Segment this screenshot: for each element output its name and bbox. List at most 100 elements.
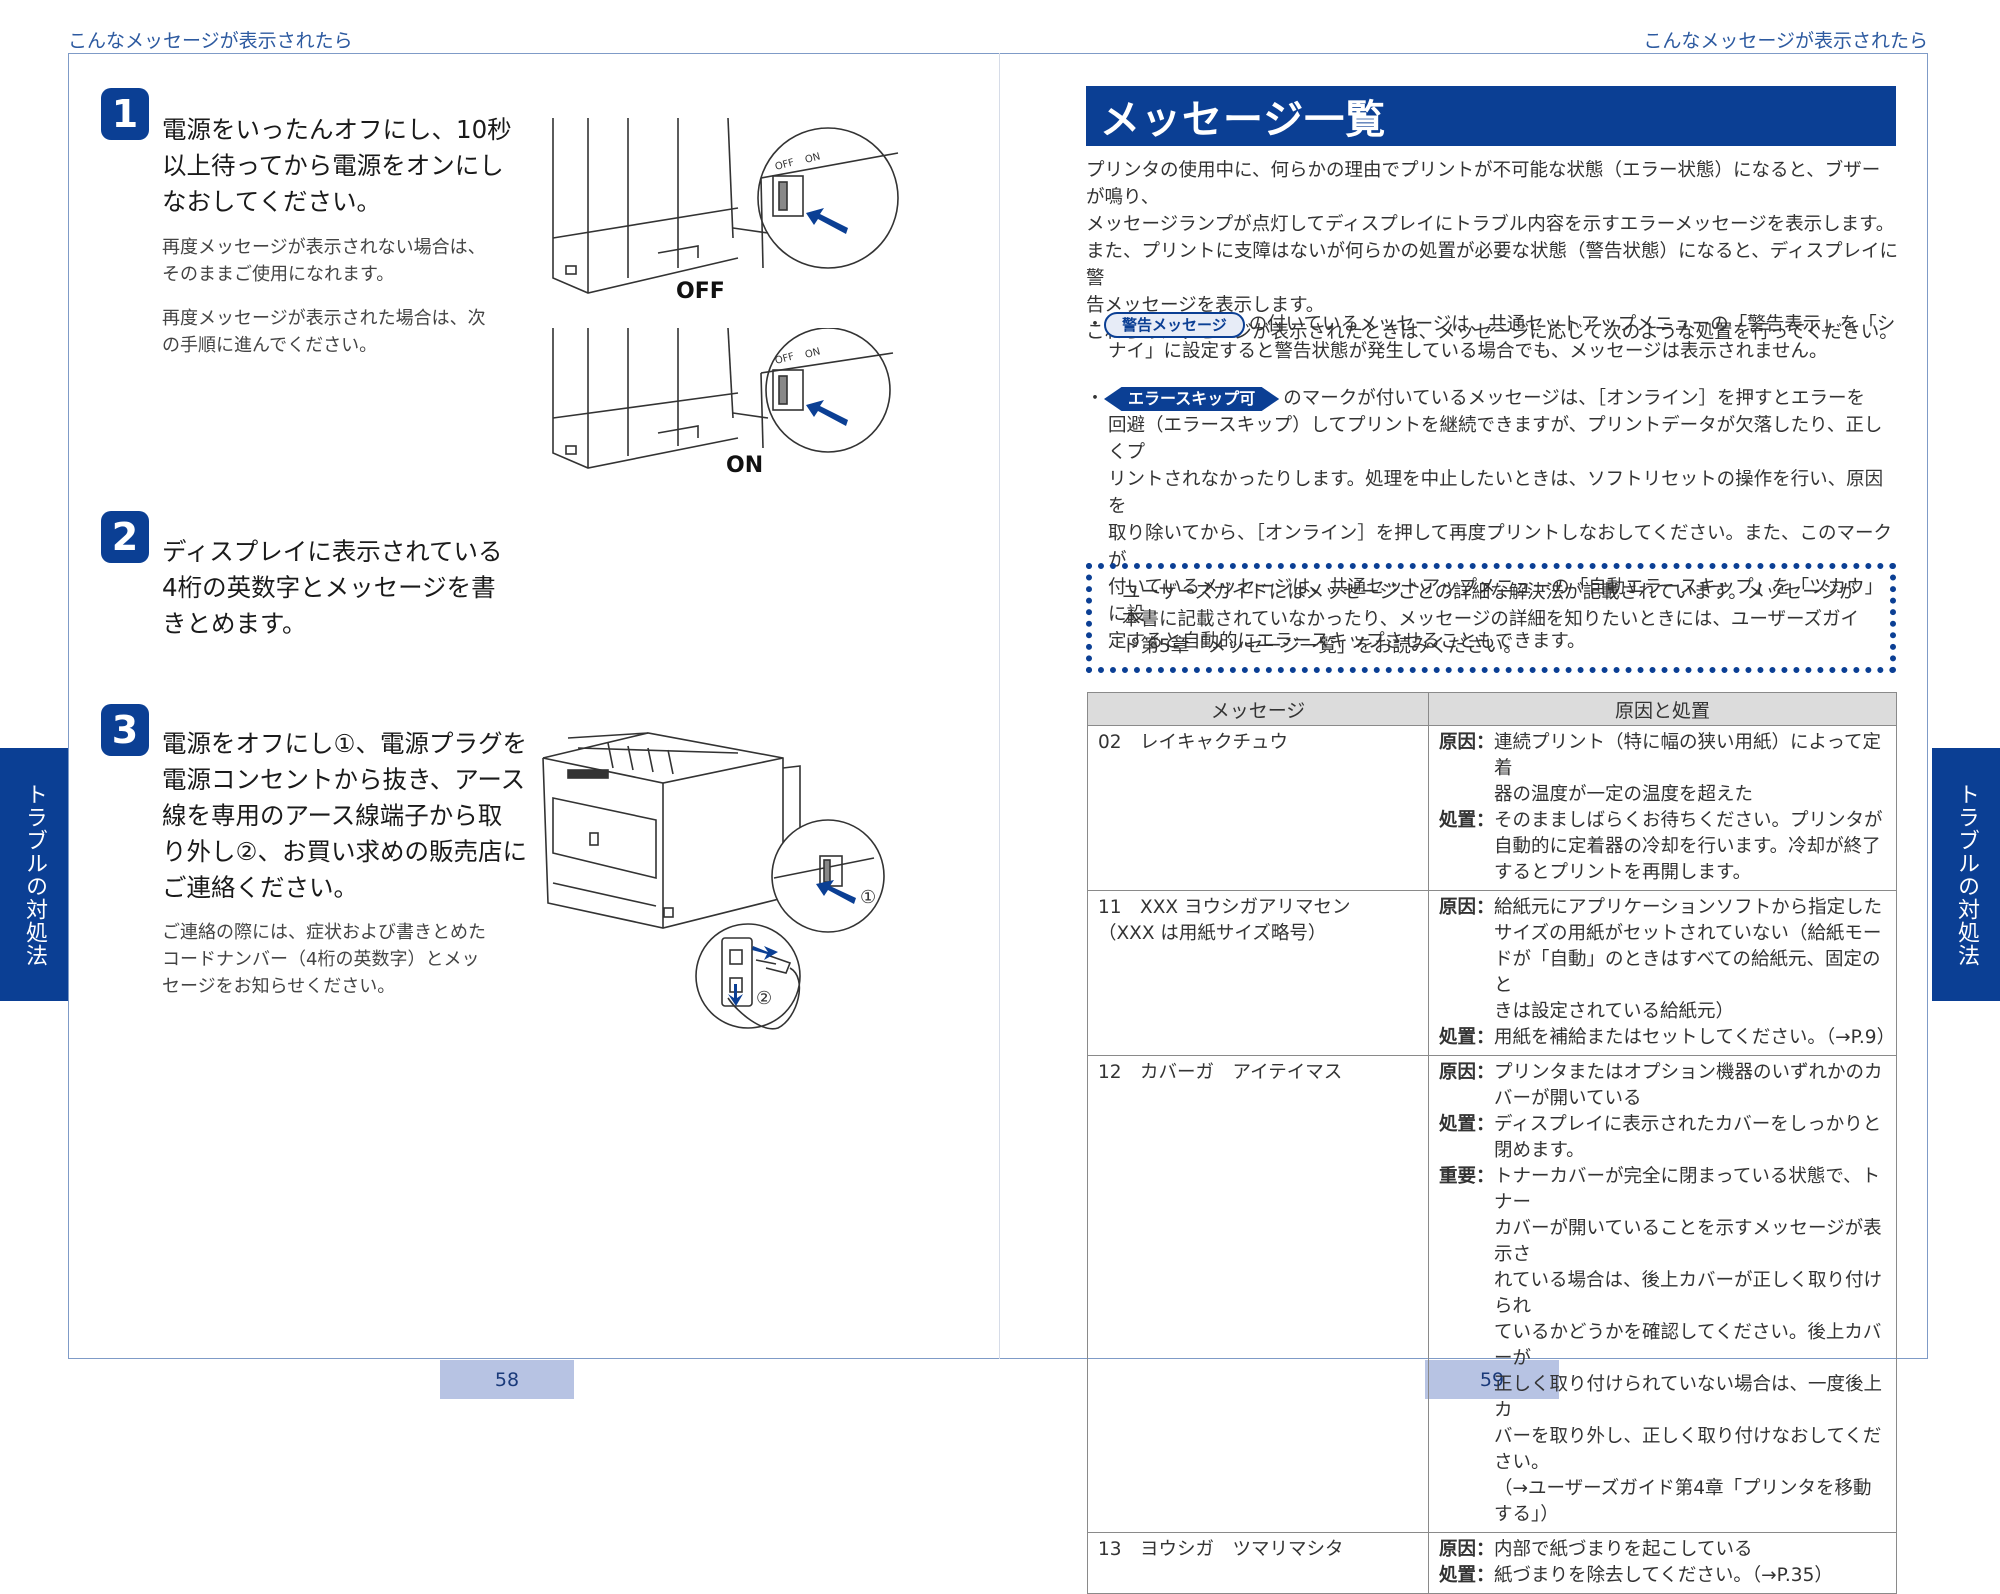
important-item: 重要： トナーカバーが完全に閉まっている状態で、トナーカバーが開いていることを示… <box>1439 1164 1886 1528</box>
step-1-title-line: 以上待ってから電源をオンにし <box>162 151 504 180</box>
message-code: 11 XXX ヨウシガアリマセン <box>1098 897 1351 918</box>
item-label: 原因： <box>1439 897 1495 918</box>
on-label: ON <box>726 453 763 478</box>
cause-item: 原因： 内部で紙づまりを起こしている <box>1439 1537 1886 1563</box>
intro-line: プリンタの使用中に、何らかの理由でプリントが不可能な状態（エラー状態）になると、… <box>1086 160 1881 208</box>
table-header-row: メッセージ 原因と処置 <box>1087 692 1897 726</box>
step-number-1: 1 <box>101 88 149 140</box>
message-code: 02 レイキャクチュウ <box>1098 732 1289 753</box>
item-line: 給紙元にアプリケーションソフトから指定した <box>1494 897 1883 918</box>
page-title: メッセージ一覧 <box>1086 86 1896 146</box>
item-line: バーが開いている <box>1494 1088 1642 1109</box>
cause-action-cell: 原因： 内部で紙づまりを起こしている 処置： 紙づまりを除去してください。（→P… <box>1428 1532 1897 1594</box>
warning-bullet: ・警告メッセージの付いているメッセージは、共通セットアップメニューの「警告表示」… <box>1086 311 1898 365</box>
item-line: カバーが開いていることを示すメッセージが表示さ <box>1494 1218 1882 1265</box>
side-tab-right: トラブルの対処法 <box>1932 748 2000 1001</box>
warning-message-badge: 警告メッセージ <box>1104 312 1245 338</box>
skip-bullet-text: 回避（エラースキップ）してプリントを継続できますが、プリントデータが欠落したり、… <box>1108 415 1883 463</box>
item-line: きは設定されている給紙元） <box>1494 1001 1734 1022</box>
step-2-title: ディスプレイに表示されている 4桁の英数字とメッセージを書 きとめます。 <box>162 534 542 642</box>
cause-action-cell: 原因： プリンタまたはオプション機器のいずれかのカバーが開いている 処置： ディ… <box>1428 1055 1897 1533</box>
step-1-note-1: 再度メッセージが表示されない場合は、 そのままご使用になれます。 <box>162 234 542 288</box>
running-header-right: こんなメッセージが表示されたら <box>1643 30 1928 52</box>
guide-note-line: ユーザーズガイドにはメッセージごとの詳細な解決法が記載されています。メッセージが <box>1122 582 1858 603</box>
item-label: 原因： <box>1439 1062 1495 1083</box>
step-2-title-line: ディスプレイに表示されている <box>162 537 503 566</box>
item-line: 閉めます。 <box>1494 1140 1585 1161</box>
item-line: そのまましばらくお待ちください。プリンタが <box>1494 810 1883 831</box>
step-3-title-line: 線を専用のアース線端子から取 <box>162 801 503 830</box>
message-cell: 11 XXX ヨウシガアリマセン （XXX は用紙サイズ略号） <box>1087 890 1429 1056</box>
item-line: ディスプレイに表示されたカバーをしっかりと <box>1494 1114 1882 1135</box>
skip-bullet: ・エラースキップ可のマークが付いているメッセージは、［オンライン］を押すとエラー… <box>1086 385 1898 655</box>
cause-action-cell: 原因： 連続プリント（特に幅の狭い用紙）によって定着器の温度が一定の温度を超えた… <box>1428 725 1897 891</box>
message-note: （XXX は用紙サイズ略号） <box>1098 923 1327 944</box>
item-line: プリンタまたはオプション機器のいずれかのカ <box>1494 1062 1883 1083</box>
skip-bullet-text: リントされなかったりします。処理を中止したいときは、ソフトリセットの操作を行い、… <box>1108 469 1884 517</box>
action-item: 処置： ディスプレイに表示されたカバーをしっかりと閉めます。 <box>1439 1112 1886 1164</box>
step-number-3: 3 <box>101 704 149 756</box>
message-table: メッセージ 原因と処置 02 レイキャクチュウ 原因： 連続プリント（特に幅の狭… <box>1087 692 1897 1594</box>
message-cell: 02 レイキャクチュウ <box>1087 725 1429 891</box>
item-line: 内部で紙づまりを起こしている <box>1494 1539 1753 1560</box>
table-row: 13 ヨウシガ ツマリマシタ 原因： 内部で紙づまりを起こしている 処置： 紙づ… <box>1087 1532 1897 1594</box>
item-line: 用紙を補給またはセットしてください。（→P.9） <box>1494 1027 1896 1048</box>
skip-bullet-text: 付いているメッセージは、共通セットアップメニューの「自動エラースキップ」を「ツカ… <box>1108 577 1884 625</box>
item-line: 自動的に定着器の冷却を行います。冷却が終了 <box>1494 836 1881 857</box>
step-2-title-line: 4桁の英数字とメッセージを書 <box>162 573 496 602</box>
item-label: 処置： <box>1439 1027 1495 1048</box>
step-note-line: ご連絡の際には、症状および書きとめた <box>162 922 486 943</box>
message-cell: 12 カバーガ アイテイマス <box>1087 1055 1429 1533</box>
item-label: 処置： <box>1439 1114 1495 1135</box>
step-3-title-line: 電源コンセントから抜き、アース <box>162 765 526 794</box>
step-1-title: 電源をいったんオフにし、10秒 以上待ってから電源をオンにし なおしてください。 <box>162 112 542 220</box>
step-note-line: コードナンバー（4桁の英数字）とメッ <box>162 949 480 970</box>
step-number-2: 2 <box>101 511 149 563</box>
running-header-left: こんなメッセージが表示されたら <box>68 30 353 52</box>
guide-note-line: 本書に記載されていなかったり、メッセージの詳細を知りたいときには、ユーザーズガイ <box>1122 609 1860 630</box>
page-spine <box>999 53 1000 1359</box>
warning-bullet-text: ナイ」に設定すると警告状態が発生している場合でも、メッセージは表示されません。 <box>1108 341 1828 362</box>
step-3-title-line: 電源をオフにし①、電源プラグを <box>162 729 527 758</box>
intro-line: また、プリントに支障はないが何らかの処置が必要な状態（警告状態）になると、ディス… <box>1086 241 1898 289</box>
cause-item: 原因： プリンタまたはオプション機器のいずれかのカバーが開いている <box>1439 1060 1886 1112</box>
step-note-line: 再度メッセージが表示された場合は、次 <box>162 308 486 329</box>
item-line: （→ユーザーズガイド第4章「プリンタを移動する」） <box>1494 1478 1872 1525</box>
item-line: 連続プリント（特に幅の狭い用紙）によって定着 <box>1494 732 1882 779</box>
step-3-title: 電源をオフにし①、電源プラグを 電源コンセントから抜き、アース 線を専用のアース… <box>162 726 542 906</box>
message-code: 13 ヨウシガ ツマリマシタ <box>1098 1539 1344 1560</box>
user-guide-note-box: ユーザーズガイドにはメッセージごとの詳細な解決法が記載されています。メッセージが… <box>1086 563 1896 673</box>
skip-bullet-text: 定すると自動的にエラースキップさせることもできます。 <box>1108 631 1586 652</box>
table-row: 12 カバーガ アイテイマス 原因： プリンタまたはオプション機器のいずれかのカ… <box>1087 1055 1897 1533</box>
intro-line: 告メッセージを表示します。 <box>1086 295 1325 316</box>
intro-line: これらのメッセージが表示されたときは、メッセージに応じて次のような処置を行ってく… <box>1086 322 1898 343</box>
page-frame <box>68 53 1928 1359</box>
cause-item: 原因： 給紙元にアプリケーションソフトから指定したサイズの用紙がセットされていな… <box>1439 895 1886 1025</box>
action-item: 処置： 紙づまりを除去してください。（→P.35） <box>1439 1563 1886 1589</box>
skip-bullet-text: のマークが付いているメッセージは、［オンライン］を押すとエラーを <box>1283 388 1866 409</box>
step-1-note-2: 再度メッセージが表示された場合は、次 の手順に進んでください。 <box>162 305 542 359</box>
marker-2: ② <box>756 988 772 1009</box>
printer-switch-on-illustration: OFF ON ON <box>552 328 894 478</box>
action-item: 処置： そのまましばらくお待ちください。プリンタが自動的に定着器の冷却を行います… <box>1439 808 1886 886</box>
item-line: トナーカバーが完全に閉まっている状態で、トナー <box>1494 1166 1881 1213</box>
step-note-line: 再度メッセージが表示されない場合は、 <box>162 237 486 258</box>
item-line: 器の温度が一定の温度を超えた <box>1494 784 1754 805</box>
switch-off-text: OFF <box>774 351 796 367</box>
item-label: 原因： <box>1439 732 1495 753</box>
item-line: 正しく取り付けられていない場合は、一度後上カ <box>1494 1374 1882 1421</box>
action-item: 処置： 用紙を補給またはセットしてください。（→P.9） <box>1439 1025 1896 1051</box>
arrow-icon <box>728 984 743 1006</box>
item-line: れている場合は、後上カバーが正しく取り付けられ <box>1494 1270 1882 1317</box>
step-2-title-line: きとめます。 <box>162 609 307 638</box>
item-label: 重要： <box>1439 1166 1495 1187</box>
step-note-line: そのままご使用になれます。 <box>162 264 395 285</box>
printer-unplug-illustration: ① ② <box>542 732 885 1030</box>
step-note-line: セージをお知らせください。 <box>162 976 396 997</box>
message-cell: 13 ヨウシガ ツマリマシタ <box>1087 1532 1429 1594</box>
table-row: 02 レイキャクチュウ 原因： 連続プリント（特に幅の狭い用紙）によって定着器の… <box>1087 725 1897 891</box>
item-line: バーを取り外し、正しく取り付けなおしてください。 <box>1494 1426 1882 1473</box>
bullet-dot: ・ <box>1086 388 1104 409</box>
column-header-message: メッセージ <box>1087 692 1429 726</box>
step-1-title-line: 電源をいったんオフにし、10秒 <box>162 115 512 144</box>
